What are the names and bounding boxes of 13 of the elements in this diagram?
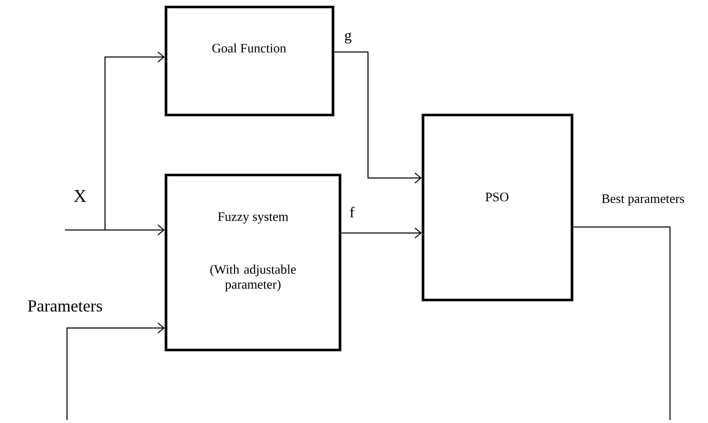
arrow [334, 52, 422, 184]
arrow [66, 322, 165, 420]
arrow [104, 52, 165, 230]
process-box: Goal Function [164, 6, 334, 116]
edge-label: Best parameters [600, 193, 686, 207]
arrow [64, 224, 165, 236]
edge-label: Parameters [26, 299, 104, 313]
edge-label: f [348, 206, 356, 218]
arrow [340, 228, 422, 238]
process-box: Fuzzy system (With adjustable parameter) [164, 174, 342, 352]
edge-label: g [343, 32, 353, 44]
edge-label: X [72, 189, 88, 203]
process-box: PSO [422, 114, 574, 302]
